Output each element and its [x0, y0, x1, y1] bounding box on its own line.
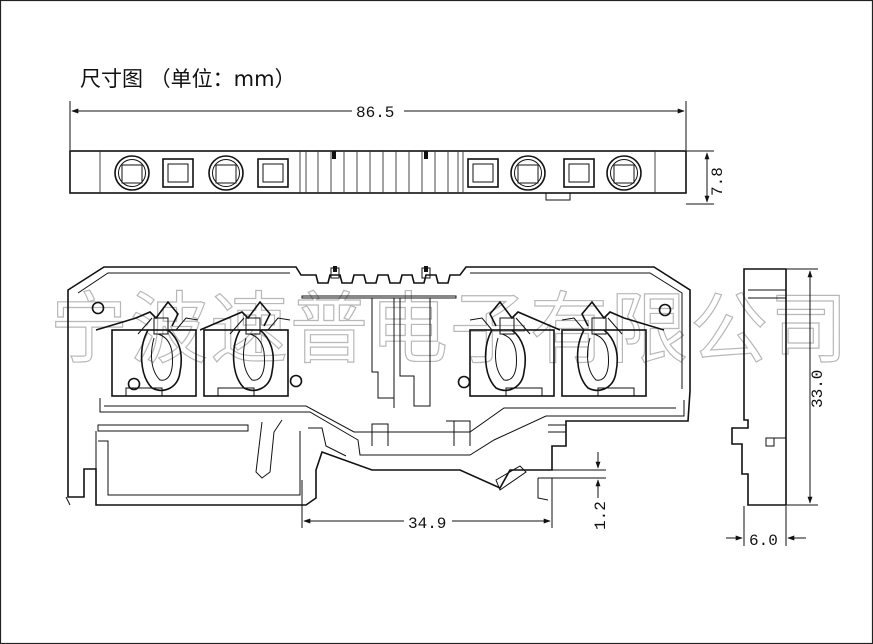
clamp-cage-2 — [199, 300, 291, 397]
clamp-cage-4 — [561, 300, 665, 397]
top-round-opening-1 — [114, 155, 150, 191]
top-square-opening-2 — [257, 158, 289, 188]
clamp-cage-3 — [469, 300, 561, 397]
top-square-opening-1 — [162, 158, 194, 188]
top-view: 86.5 — [69, 101, 727, 205]
top-round-opening-3 — [510, 155, 546, 191]
side-view: 33.0 6.0 — [726, 268, 827, 550]
top-pins — [330, 266, 431, 279]
top-round-opening-2 — [208, 155, 244, 191]
drawing-title: 尺寸图 （单位：mm） — [80, 67, 296, 91]
side-height-label: 33.0 — [809, 370, 827, 408]
top-round-opening-4 — [606, 155, 642, 191]
overall-length-label: 86.5 — [356, 104, 394, 122]
front-view-housing — [67, 266, 691, 506]
mounting-hole-right — [658, 303, 672, 317]
side-width-label: 6.0 — [749, 532, 778, 550]
rail-step-label: 1.2 — [592, 501, 610, 530]
top-square-opening-3 — [467, 158, 499, 188]
top-height-label: 7.8 — [709, 167, 727, 196]
top-view-outline — [69, 150, 687, 194]
rail-width-label: 34.9 — [408, 515, 446, 533]
clamp-cage-1 — [95, 300, 199, 397]
top-square-opening-4 — [563, 158, 595, 188]
mounting-hole-left — [91, 301, 105, 315]
front-view: 34.9 1.2 — [65, 266, 691, 533]
